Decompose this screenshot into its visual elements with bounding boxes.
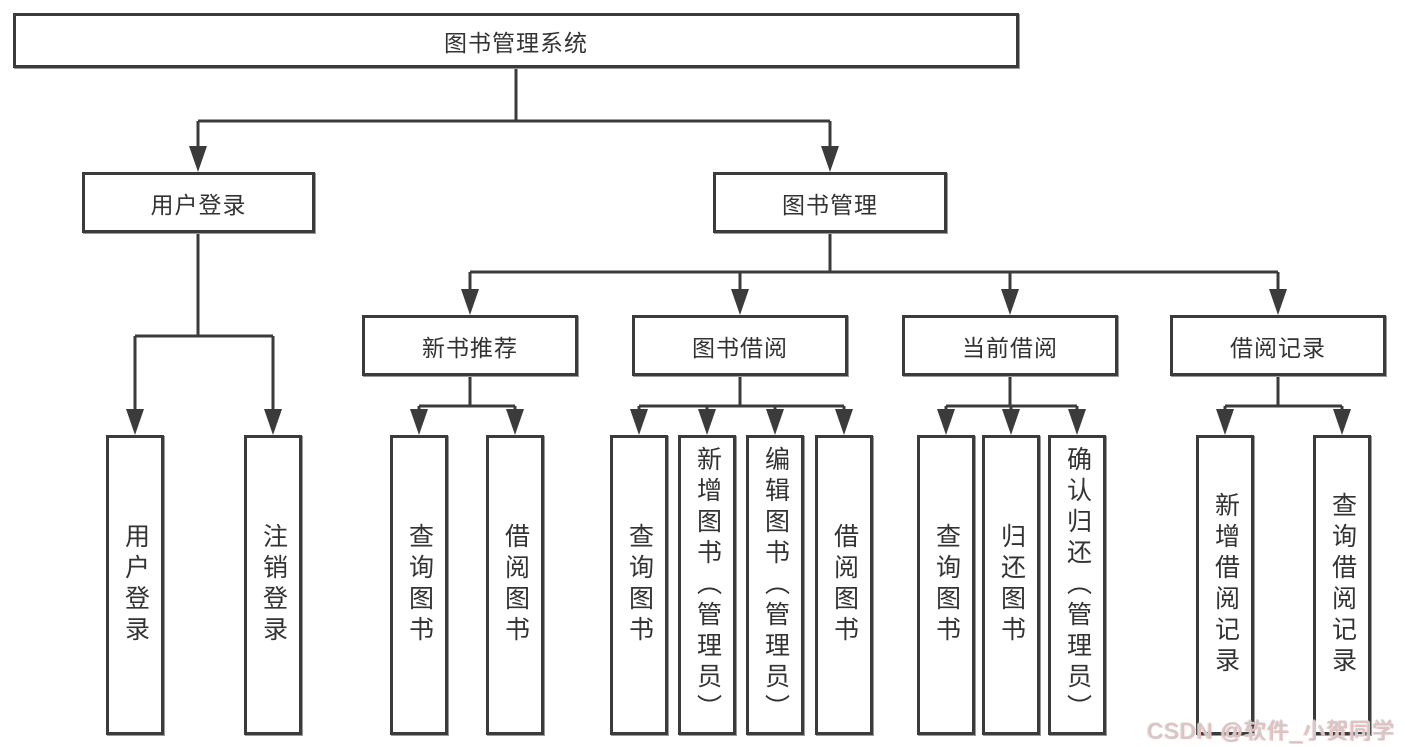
leaf-edit-book-admin: 编辑图书（管理员） — [746, 435, 804, 735]
node-system-root: 图书管理系统 — [13, 13, 1019, 68]
leaf-confirm-return-admin: 确认归还（管理员） — [1048, 435, 1106, 735]
leaf-borrow-books: 借阅图书 — [815, 435, 873, 735]
leaf-add-borrow-record: 新增借阅记录 — [1196, 435, 1254, 735]
watermark-text: CSDN @软件_小贺同学 — [1146, 718, 1395, 743]
node-current-borrowing: 当前借阅 — [902, 315, 1118, 376]
node-book-management: 图书管理 — [713, 172, 947, 233]
node-new-book-recommend: 新书推荐 — [362, 315, 578, 376]
leaf-query-books: 查询图书 — [610, 435, 668, 735]
leaf-query-books: 查询图书 — [917, 435, 975, 735]
leaf-logout: 注销登录 — [244, 435, 302, 735]
leaf-return-books: 归还图书 — [982, 435, 1040, 735]
leaf-user-login: 用户登录 — [106, 435, 164, 735]
node-user-login: 用户登录 — [82, 172, 315, 233]
node-book-borrowing: 图书借阅 — [632, 315, 848, 376]
leaf-borrow-books: 借阅图书 — [486, 435, 544, 735]
leaf-query-books: 查询图书 — [390, 435, 448, 735]
leaf-add-book-admin: 新增图书（管理员） — [678, 435, 736, 735]
leaf-query-borrow-record: 查询借阅记录 — [1313, 435, 1371, 735]
node-borrow-records: 借阅记录 — [1170, 315, 1386, 376]
